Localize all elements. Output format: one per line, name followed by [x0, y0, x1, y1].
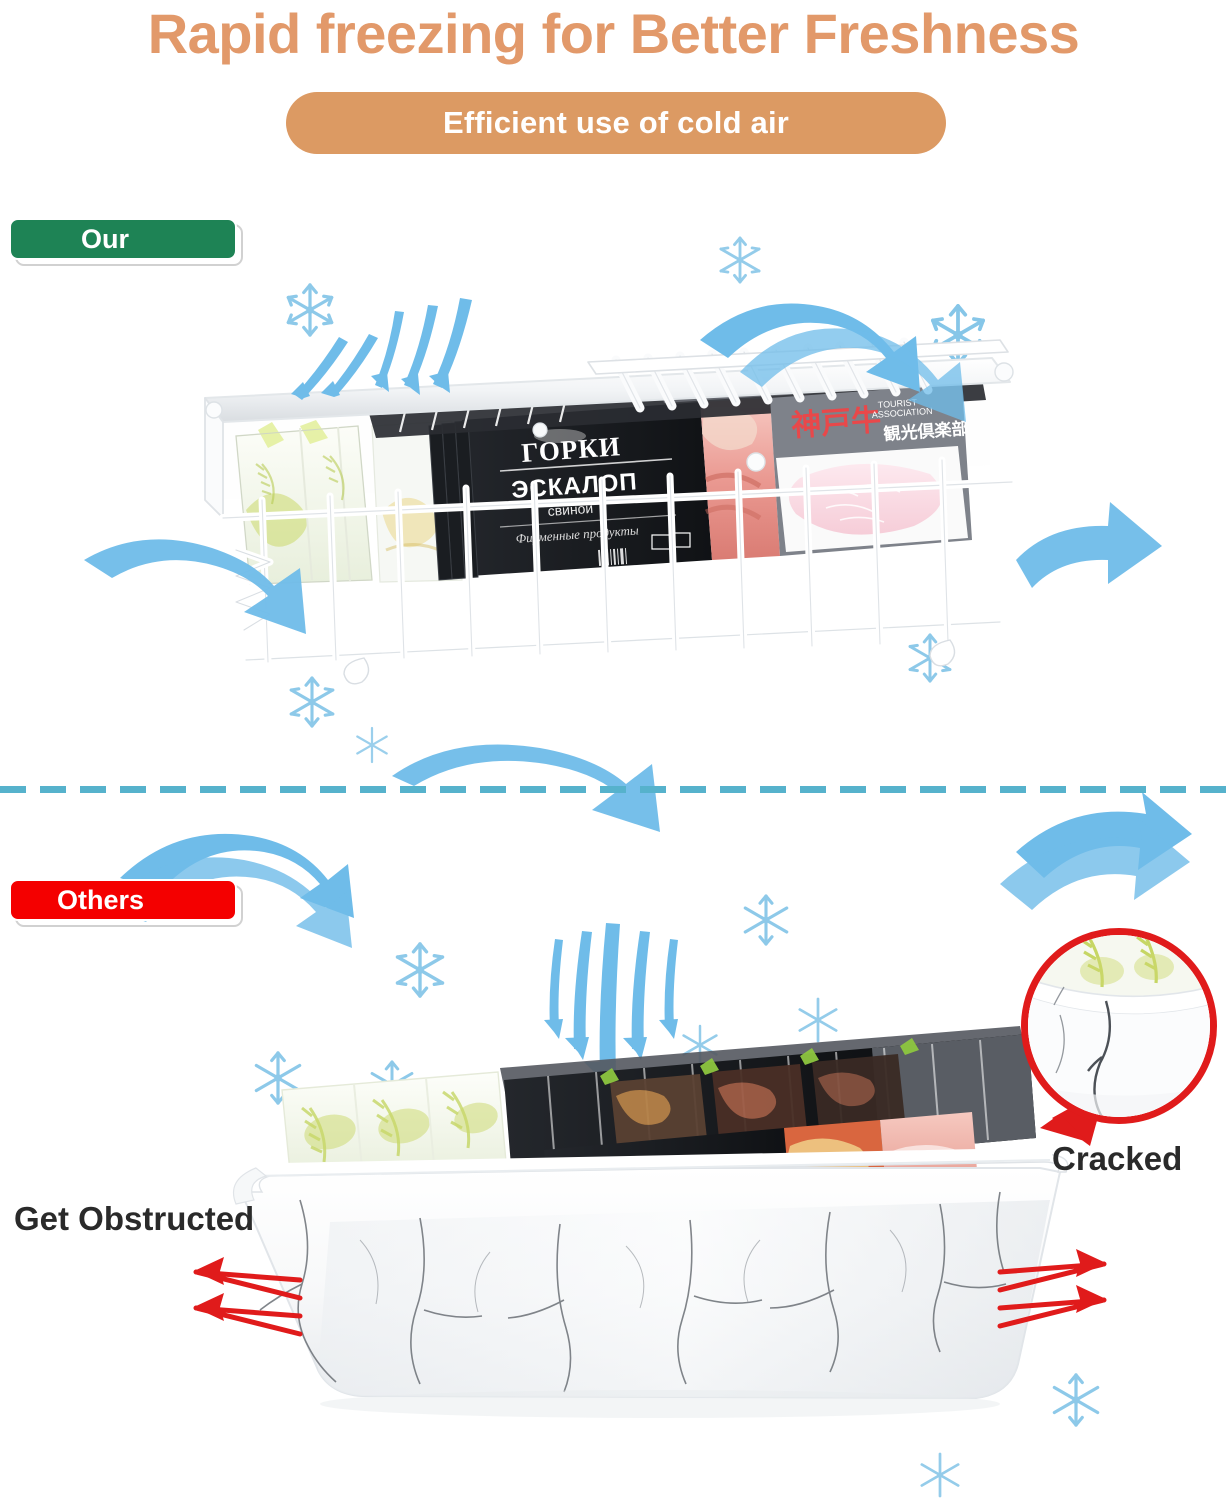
- magnifier-content: [1028, 935, 1210, 1117]
- svg-text:TOURIST: TOURIST: [877, 397, 917, 410]
- veggie-bags-2: [281, 1071, 507, 1173]
- section-badge-others-label: Others: [57, 884, 145, 915]
- bin-cracks: [259, 1191, 1007, 1393]
- subtitle-pill: Efficient use of cold air: [286, 92, 946, 154]
- cracked-magnifier-circle: [1021, 928, 1217, 1124]
- japanese-label-main: 神戸牛: [790, 404, 882, 443]
- blocked-arrowheads: [194, 1249, 1106, 1321]
- badge-fill: [9, 218, 237, 260]
- section-divider: [0, 786, 1227, 793]
- our-scene-graphic: ГОРКИ ЭСКАЛОП свиной Фирменные продукты: [84, 236, 1192, 948]
- subtitle-text: Efficient use of cold air: [442, 105, 790, 140]
- plastic-bin: ГОРКИ ЭСКАЛОП свиной: [232, 1026, 1069, 1418]
- page-title: Rapid freezing for Better Freshness: [147, 2, 1080, 65]
- others-basket-scene: ГОРКИ ЭСКАЛОП свиной: [0, 894, 1227, 1500]
- our-basket-scene: ГОРКИ ЭСКАЛОП свиной Фирменные продукты: [0, 236, 1227, 948]
- others-scene-graphic: ГОРКИ ЭСКАЛОП свиной: [193, 894, 1107, 1498]
- section-badge-others: Others: [9, 879, 243, 927]
- get-obstructed-label: Get Obstructed: [14, 1200, 255, 1237]
- airflow-arrows: [84, 298, 1192, 948]
- bin-cracks-fine: [359, 1229, 907, 1313]
- badge-fill: [9, 879, 237, 921]
- cracked-label: Cracked: [1052, 1140, 1183, 1177]
- wire-basket: ГОРКИ ЭСКАЛОП свиной Фирменные продукты: [204, 337, 1016, 685]
- svg-text:ASSOCIATION: ASSOCIATION: [871, 406, 932, 420]
- snowflake-group: [286, 236, 985, 764]
- svg-text:ГОРКИ: ГОРКИ: [520, 431, 621, 468]
- section-badge-our-label: Our: [81, 223, 130, 254]
- section-badge-our: Our: [9, 218, 243, 266]
